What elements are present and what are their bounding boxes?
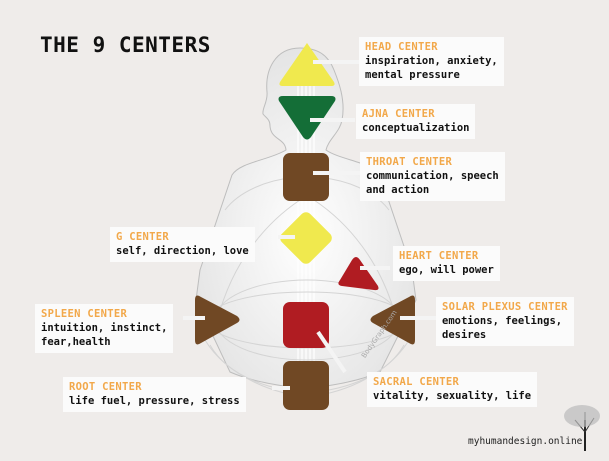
center-description: emotions, feelings, desires (442, 315, 563, 341)
heart-center-shape[interactable] (338, 257, 379, 291)
label-spleen-center: SPLEEN CENTER intuition, instinct, fear,… (35, 304, 174, 353)
label-head-center: HEAD CENTER inspiration, anxiety, mental… (359, 37, 504, 86)
label-ajna-center: AJNA CENTER conceptualization (356, 104, 476, 139)
center-description: self, direction, love (116, 245, 249, 257)
center-description: inspiration, anxiety, mental pressure (365, 55, 498, 81)
g-center-shape[interactable] (278, 210, 335, 267)
center-name: SACRAL CENTER (373, 376, 460, 388)
solar-plexus-center-shape[interactable] (370, 295, 416, 345)
center-description: intuition, instinct, fear,health (41, 322, 168, 348)
page-title: THE 9 CENTERS (40, 33, 211, 57)
center-name: HEART CENTER (399, 250, 479, 262)
center-description: conceptualization (362, 122, 470, 134)
sacral-center-shape[interactable] (283, 302, 329, 348)
spleen-center-shape[interactable] (195, 295, 240, 345)
ajna-center-shape[interactable] (278, 96, 336, 140)
label-heart-center: HEART CENTER ego, will power (393, 246, 500, 281)
center-name: AJNA CENTER (362, 108, 435, 120)
center-description: life fuel, pressure, stress (69, 395, 240, 407)
tree-logo-icon (564, 405, 600, 451)
brand-text[interactable]: myhumandesign.online (468, 436, 583, 447)
center-description: communication, speech and action (366, 170, 499, 196)
label-sacral-center: SACRAL CENTER vitality, sexuality, life (367, 372, 538, 407)
throat-center-shape[interactable] (283, 153, 329, 201)
head-center-shape[interactable] (279, 43, 335, 86)
center-name: HEAD CENTER (365, 41, 438, 53)
center-name: THROAT CENTER (366, 156, 453, 168)
center-description: vitality, sexuality, life (373, 390, 532, 402)
label-solar-plexus-center: SOLAR PLEXUS CENTER emotions, feelings, … (436, 297, 574, 346)
center-name: G CENTER (116, 231, 169, 243)
label-g-center: G CENTER self, direction, love (110, 227, 255, 262)
center-name: SOLAR PLEXUS CENTER (442, 301, 568, 313)
center-name: ROOT CENTER (69, 381, 142, 393)
pointer-lines (183, 60, 437, 390)
center-description: ego, will power (399, 264, 494, 276)
root-center-shape[interactable] (283, 361, 329, 410)
label-root-center: ROOT CENTER life fuel, pressure, stress (63, 377, 246, 412)
label-throat-center: THROAT CENTER communication, speech and … (360, 152, 505, 201)
center-name: SPLEEN CENTER (41, 308, 128, 320)
